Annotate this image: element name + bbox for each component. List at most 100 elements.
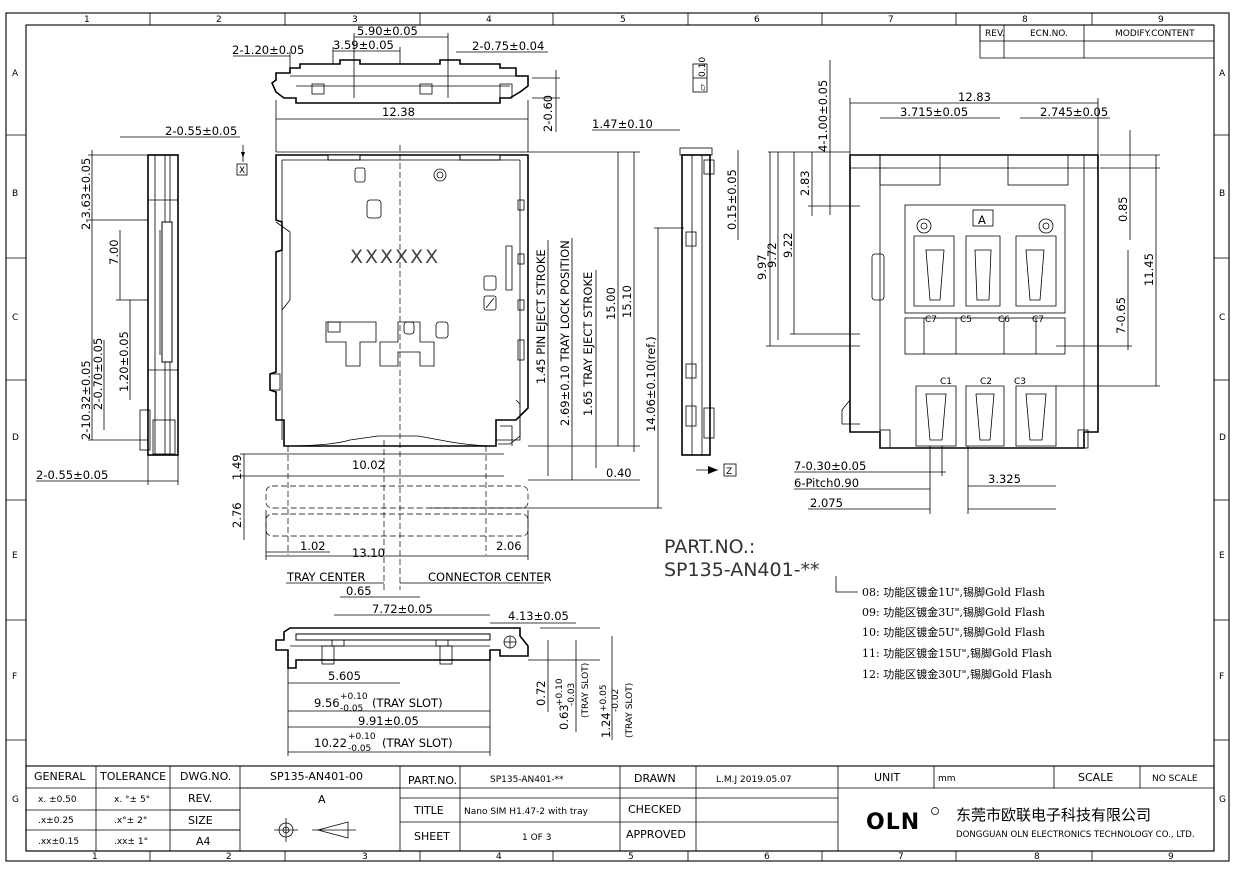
plan-view-dimensions: 1.47±0.10 15.00 15.10 14.06±0.10(ref.) 1… — [230, 117, 684, 598]
company-logo: OLN — [866, 810, 920, 835]
dim-2-1-20: 2-1.20±0.05 — [232, 43, 304, 57]
grid-col-8: 8 — [1022, 15, 1028, 25]
company-name-cn: 东莞市欧联电子科技有限公司 — [956, 806, 1151, 824]
grid-row-f-right: F — [1219, 672, 1224, 682]
dim-2-0-55-top: 2-0.55±0.05 — [165, 124, 237, 138]
dim-0-10: 0.10 — [698, 57, 708, 77]
bottom-view-dimensions: 12.83 3.715±0.05 2.745±0.05 4-1.00±0.05 … — [755, 60, 1160, 514]
dim-4-1-00: 4-1.00±0.05 — [816, 80, 830, 152]
grid-row-a: A — [12, 69, 19, 79]
grid-col-2: 2 — [216, 15, 222, 25]
dim-2-0-70: 2-0.70±0.05 — [91, 338, 105, 410]
dim-7-72: 7.72±0.05 — [372, 602, 433, 616]
contact-c6: C6 — [998, 315, 1010, 325]
dim-10-22-tray-slot: (TRAY SLOT) — [382, 736, 453, 750]
contact-c7-right: C7 — [1032, 315, 1044, 325]
dim-1-02: 1.02 — [300, 539, 326, 553]
company-name-en: DONGGUAN OLN ELECTRONICS TECHNOLOGY CO.,… — [956, 830, 1195, 840]
dim-5-90: 5.90±0.05 — [357, 24, 418, 38]
part-option-08: 08: 功能区镀金1U",锡脚Gold Flash — [862, 585, 1045, 599]
grid-col-4: 4 — [486, 15, 492, 25]
dim-7-00: 7.00 — [107, 239, 121, 265]
grid-row-d-right: D — [1219, 433, 1226, 443]
top-elevation-view — [271, 59, 529, 104]
dim-0-63-tol-down: -0.03 — [567, 683, 577, 706]
dim-15-00: 15.00 — [604, 287, 618, 320]
dim-9-97: 9.97 — [755, 254, 769, 280]
dim-2-745: 2.745±0.05 — [1040, 105, 1108, 119]
approved-label: APPROVED — [626, 828, 686, 841]
grid-col-4-bottom: 4 — [496, 852, 502, 862]
grid-row-f: F — [12, 672, 17, 682]
dim-11-45: 11.45 — [1142, 253, 1156, 286]
rev-value: A — [318, 793, 326, 806]
bottom-contact-view: A C7 C5 C6 C7 C1 C2 C3 — [841, 154, 1099, 449]
contact-c1: C1 — [940, 377, 952, 387]
datum-x: X — [236, 145, 248, 176]
dim-14-06: 14.06±0.10(ref.) — [644, 336, 658, 432]
part-option-09: 09: 功能区镀金3U",锡脚Gold Flash — [862, 605, 1045, 619]
tol-2a: .x±0.25 — [38, 816, 74, 826]
rev-header: REV. — [985, 29, 1005, 39]
grid-row-g-right: G — [1219, 795, 1226, 805]
dim-10-22-tol-up: +0.10 — [348, 732, 376, 742]
grid-row-b-right: B — [1219, 189, 1225, 199]
main-plan-view — [269, 145, 529, 590]
front-view-dimensions: 7.72±0.05 4.13±0.05 5.605 9.56 +0.10 -0.… — [287, 602, 635, 756]
dim-7-0-65: 7-0.65 — [1114, 297, 1128, 334]
dim-0-85: 0.85 — [1116, 196, 1130, 222]
dim-1-24-tray-slot: (TRAY SLOT) — [625, 683, 635, 738]
grid-col-5: 5 — [620, 15, 626, 25]
grid-col-3: 3 — [352, 15, 358, 25]
dim-1-49: 1.49 — [230, 454, 244, 480]
dim-3-325: 3.325 — [988, 472, 1021, 486]
grid-row-c-right: C — [1219, 313, 1225, 323]
dim-12-83: 12.83 — [958, 90, 991, 104]
rev-label: REV. — [188, 792, 212, 805]
contact-c2: C2 — [980, 377, 992, 387]
left-side-view — [139, 154, 179, 456]
part-no-label: PART.NO.: — [664, 536, 755, 558]
dim-15-10: 15.10 — [620, 285, 634, 318]
tolerance-label: TOLERANCE — [99, 770, 166, 783]
dim-pin-eject: 1.45 PIN EJECT STROKE — [534, 249, 548, 384]
grid-row-a-right: A — [1219, 69, 1226, 79]
drawing-border — [5, 12, 1230, 862]
grid-col-6-bottom: 6 — [764, 852, 770, 862]
dim-4-13: 4.13±0.05 — [508, 609, 569, 623]
dim-2-83: 2.83 — [798, 170, 812, 196]
part-option-12: 12: 功能区镀金30U",锡脚Gold Flash — [862, 667, 1052, 681]
dim-3-715: 3.715±0.05 — [900, 105, 968, 119]
datum-z-label: Z — [726, 467, 732, 477]
dim-2-10-32: 2-10.32±0.05 — [79, 360, 93, 440]
dim-0-63-tol-up: +0.10 — [555, 678, 565, 706]
dim-2-3-63: 2-3.63±0.05 — [79, 158, 93, 230]
contact-label-a: A — [978, 213, 986, 227]
dim-0-40: 0.40 — [606, 466, 632, 480]
flatness-symbol: ⏥ — [698, 84, 708, 91]
sheet-label: SHEET — [414, 830, 450, 843]
dim-2-0-55-bottom: 2-0.55±0.05 — [36, 468, 108, 482]
dim-2-0-75: 2-0.75±0.04 — [472, 39, 544, 53]
grid-col-5-bottom: 5 — [628, 852, 634, 862]
size-label: SIZE — [188, 814, 213, 827]
part-number-note: PART.NO.: SP135-AN401-** 08: 功能区镀金1U",锡脚… — [664, 536, 1052, 681]
dim-tray-lock: 2.69±0.10 TRAY LOCK POSITION — [558, 240, 572, 426]
contact-c3: C3 — [1014, 377, 1026, 387]
right-side-dimensions: ⏥ 0.10 0.15±0.05 Z — [692, 57, 739, 477]
tol-1a: x. ±0.50 — [38, 795, 77, 805]
dim-9-56-group: 9.56 +0.10 -0.05 (TRAY SLOT) — [288, 692, 490, 714]
dim-0-65: 0.65 — [346, 584, 372, 598]
unit-label: UNIT — [874, 771, 901, 784]
grid-col-1-bottom: 1 — [92, 852, 98, 862]
scale-label: SCALE — [1078, 771, 1113, 784]
grid-col-8-bottom: 8 — [1034, 852, 1040, 862]
tol-2b: .x°± 2° — [114, 816, 147, 826]
dim-9-56-tol-down: -0.05 — [340, 704, 363, 714]
grid-row-e: E — [12, 551, 18, 561]
grid-row-b: B — [12, 189, 18, 199]
dim-13-10: 13.10 — [352, 546, 385, 560]
dim-1-47: 1.47±0.10 — [592, 117, 653, 131]
dim-1-20: 1.20±0.05 — [117, 331, 131, 392]
dim-0-72: 0.72 — [534, 680, 548, 706]
